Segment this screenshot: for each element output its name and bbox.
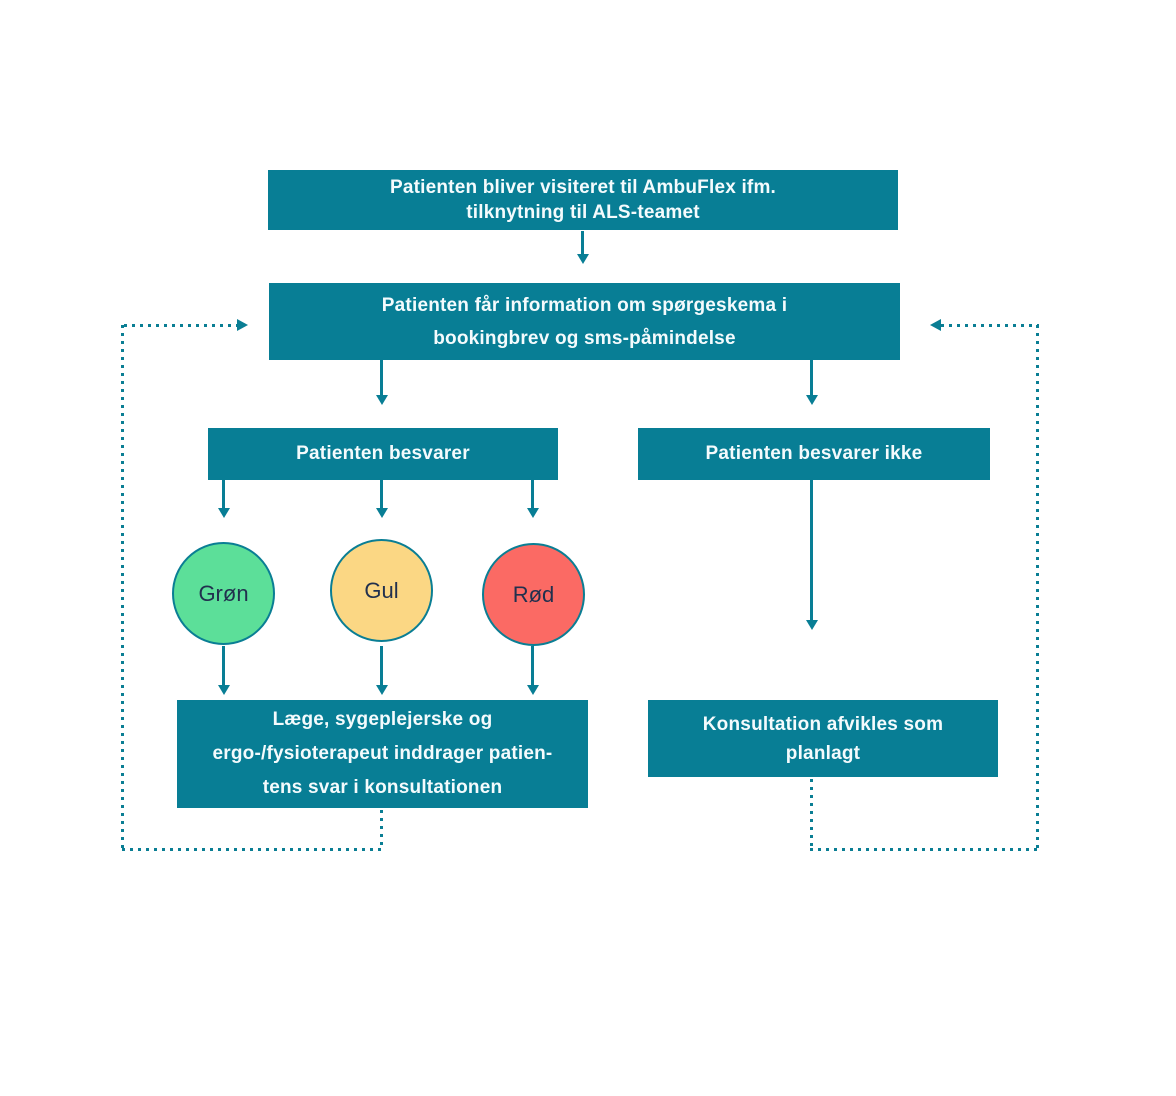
arrow-besvarer-ikke-to-konsultation bbox=[810, 480, 813, 620]
arrow-gul-to-laege bbox=[380, 646, 383, 685]
arrow-besvarer-to-gul bbox=[380, 480, 383, 508]
arrow-besvarer-to-groen bbox=[222, 480, 225, 508]
node-information: Patienten får information om spørgeskema… bbox=[269, 283, 900, 360]
feedback-loop-right-segment bbox=[1036, 325, 1039, 849]
node-laege-konsultation: Læge, sygeplejerske og ergo-/fysioterape… bbox=[177, 700, 588, 808]
arrow-besvarer-to-roed bbox=[531, 480, 534, 508]
status-circle-gul: Gul bbox=[330, 539, 433, 642]
node-visiteret: Patienten bliver visiteret til AmbuFlex … bbox=[268, 170, 898, 230]
arrow-visiteret-to-information bbox=[581, 231, 584, 254]
feedback-loop-left-segment bbox=[380, 810, 383, 850]
feedback-loop-right-segment bbox=[810, 848, 1039, 851]
feedback-loop-right-segment bbox=[941, 324, 1039, 327]
node-patienten-besvarer: Patienten besvarer bbox=[208, 428, 558, 480]
feedback-loop-left-segment bbox=[121, 325, 124, 849]
feedback-loop-left-segment bbox=[124, 324, 237, 327]
arrow-groen-to-laege bbox=[222, 646, 225, 685]
arrow-information-to-besvarer-ikke bbox=[810, 360, 813, 395]
arrow-roed-to-laege bbox=[531, 646, 534, 685]
node-konsultation-planlagt: Konsultation afvikles som planlagt bbox=[648, 700, 998, 777]
feedback-loop-left-segment bbox=[122, 848, 383, 851]
status-circle-roed: Rød bbox=[482, 543, 585, 646]
feedback-loop-right-segment bbox=[810, 779, 813, 849]
node-patienten-besvarer-ikke: Patienten besvarer ikke bbox=[638, 428, 990, 480]
arrow-information-to-besvarer bbox=[380, 360, 383, 395]
feedback-loop-right-arrowhead-icon bbox=[930, 319, 941, 331]
status-circle-groen: Grøn bbox=[172, 542, 275, 645]
feedback-loop-left-arrowhead-icon bbox=[237, 319, 248, 331]
